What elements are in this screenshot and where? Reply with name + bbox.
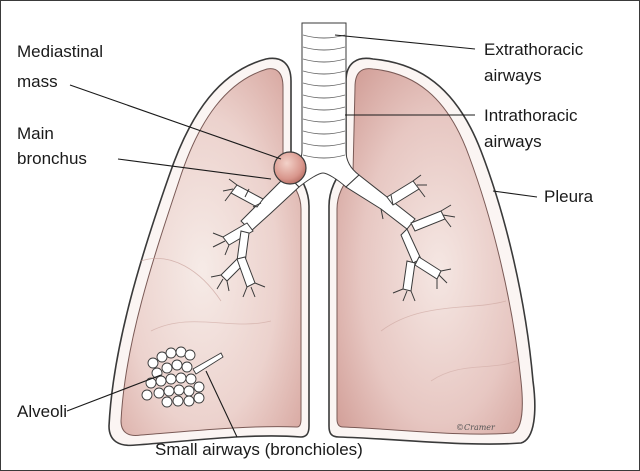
leader-extrathoracic <box>335 35 475 49</box>
label-pleura: Pleura <box>544 186 593 208</box>
label-alveoli: Alveoli <box>17 401 67 423</box>
label-intrathoracic-line2: airways <box>484 131 542 153</box>
artist-signature: ©Cramer <box>456 423 495 432</box>
leader-pleura <box>493 191 537 197</box>
label-small-airways: Small airways (bronchioles) <box>155 439 363 461</box>
label-extrathoracic-line1: Extrathoracic <box>484 39 583 61</box>
label-main-bronchus-line1: Main <box>17 123 54 145</box>
mediastinal-mass <box>274 152 306 184</box>
label-main-bronchus-line2: bronchus <box>17 148 87 170</box>
label-intrathoracic-line1: Intrathoracic <box>484 105 578 127</box>
label-extrathoracic-line2: airways <box>484 65 542 87</box>
label-mediastinal-mass-line2: mass <box>17 71 58 93</box>
label-mediastinal-mass-line1: Mediastinal <box>17 41 103 63</box>
